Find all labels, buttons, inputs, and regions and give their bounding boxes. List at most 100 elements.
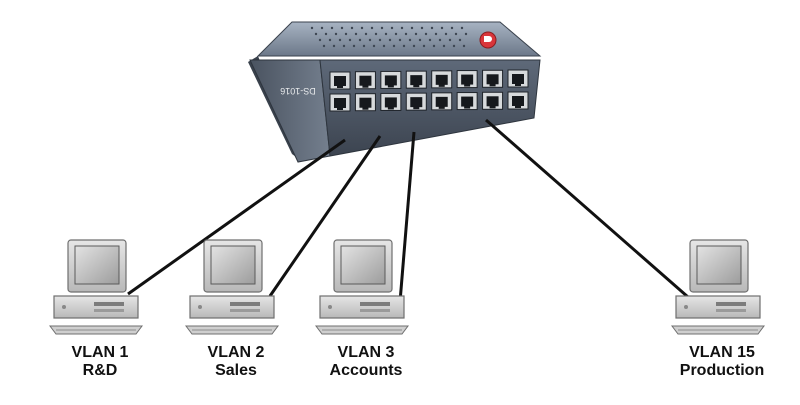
switch-vents <box>310 26 468 48</box>
switch-port <box>456 70 478 89</box>
screen <box>74 245 120 285</box>
vent-hole <box>354 32 358 36</box>
vent-hole <box>464 32 468 36</box>
vent-hole <box>390 26 394 30</box>
vent-hole <box>342 44 346 48</box>
vent-hole <box>460 26 464 30</box>
vent-hole <box>372 44 376 48</box>
switch-port <box>482 91 504 110</box>
vent-hole <box>378 38 382 42</box>
vent-hole <box>462 44 466 48</box>
vent-hole <box>412 44 416 48</box>
switch-port <box>405 92 427 111</box>
vent-hole <box>352 44 356 48</box>
vent-hole <box>422 44 426 48</box>
vlan-label-3: VLAN 3 Accounts <box>296 344 436 380</box>
switch-front-panel <box>319 59 541 157</box>
vent-hole <box>408 38 412 42</box>
switch-port <box>329 93 351 112</box>
vent-hole <box>430 26 434 30</box>
vent-hole <box>368 38 372 42</box>
switch-port <box>507 91 529 110</box>
computer-3 <box>315 239 409 335</box>
vent-hole <box>450 26 454 30</box>
vent-hole <box>402 44 406 48</box>
computer-4 <box>671 239 765 335</box>
vent-hole <box>428 38 432 42</box>
vent-hole <box>442 44 446 48</box>
vent-hole <box>444 32 448 36</box>
vent-hole <box>322 44 326 48</box>
vent-hole <box>332 44 336 48</box>
vent-hole <box>362 44 366 48</box>
switch-port <box>354 71 376 90</box>
vent-hole <box>448 38 452 42</box>
vent-hole <box>324 32 328 36</box>
vent-hole <box>400 26 404 30</box>
vlan-label-1: VLAN 1 R&D <box>30 344 170 380</box>
screen <box>340 245 386 285</box>
vent-hole <box>414 32 418 36</box>
switch-port <box>507 69 529 88</box>
vlan-label-2: VLAN 2 Sales <box>166 344 306 380</box>
vent-hole <box>350 26 354 30</box>
vent-hole <box>360 26 364 30</box>
vent-hole <box>340 26 344 30</box>
cables <box>127 118 689 303</box>
computers <box>49 239 765 335</box>
cable-vlan-15 <box>485 118 689 299</box>
vent-hole <box>380 26 384 30</box>
switch-port <box>380 70 402 89</box>
vent-hole <box>392 44 396 48</box>
vlan-name: VLAN 15 <box>689 344 755 361</box>
system-unit <box>319 295 405 319</box>
cable-vlan-1 <box>127 138 346 296</box>
switch-port <box>405 70 427 89</box>
computer-2 <box>185 239 279 335</box>
vent-hole <box>338 38 342 42</box>
switch-port <box>380 92 402 111</box>
vent-hole <box>348 38 352 42</box>
screen <box>210 245 256 285</box>
vent-hole <box>398 38 402 42</box>
vent-hole <box>314 32 318 36</box>
vent-hole <box>388 38 392 42</box>
vlan-name: VLAN 2 <box>207 344 265 361</box>
vent-hole <box>328 38 332 42</box>
vent-hole <box>438 38 442 42</box>
switch-logo-mark <box>484 36 492 42</box>
switch-brand-text: DS-1016 <box>280 86 316 96</box>
vent-hole <box>410 26 414 30</box>
vent-hole <box>420 26 424 30</box>
vent-hole <box>452 44 456 48</box>
vent-hole <box>432 44 436 48</box>
switch-port-array <box>329 69 529 112</box>
switch-port <box>431 70 453 89</box>
vent-hole <box>358 38 362 42</box>
vent-hole <box>458 38 462 42</box>
vent-hole <box>440 26 444 30</box>
vent-hole <box>454 32 458 36</box>
vlan-name: VLAN 3 <box>337 344 395 361</box>
vent-hole <box>374 32 378 36</box>
vent-hole <box>310 26 314 30</box>
vent-hole <box>434 32 438 36</box>
network-switch: DS-1016 <box>248 21 542 163</box>
system-unit <box>189 295 275 319</box>
switch-port <box>431 92 453 111</box>
switch-port <box>329 71 351 90</box>
vent-hole <box>344 32 348 36</box>
vent-hole <box>364 32 368 36</box>
vlan-name: VLAN 1 <box>71 344 129 361</box>
cable-vlan-3 <box>398 131 416 303</box>
vent-hole <box>404 32 408 36</box>
vent-hole <box>334 32 338 36</box>
screen <box>696 245 742 285</box>
vlan-department: R&D <box>82 362 118 379</box>
vlan-department: Accounts <box>329 362 403 379</box>
vlan-department: Production <box>679 362 765 379</box>
vent-hole <box>418 38 422 42</box>
vent-hole <box>330 26 334 30</box>
